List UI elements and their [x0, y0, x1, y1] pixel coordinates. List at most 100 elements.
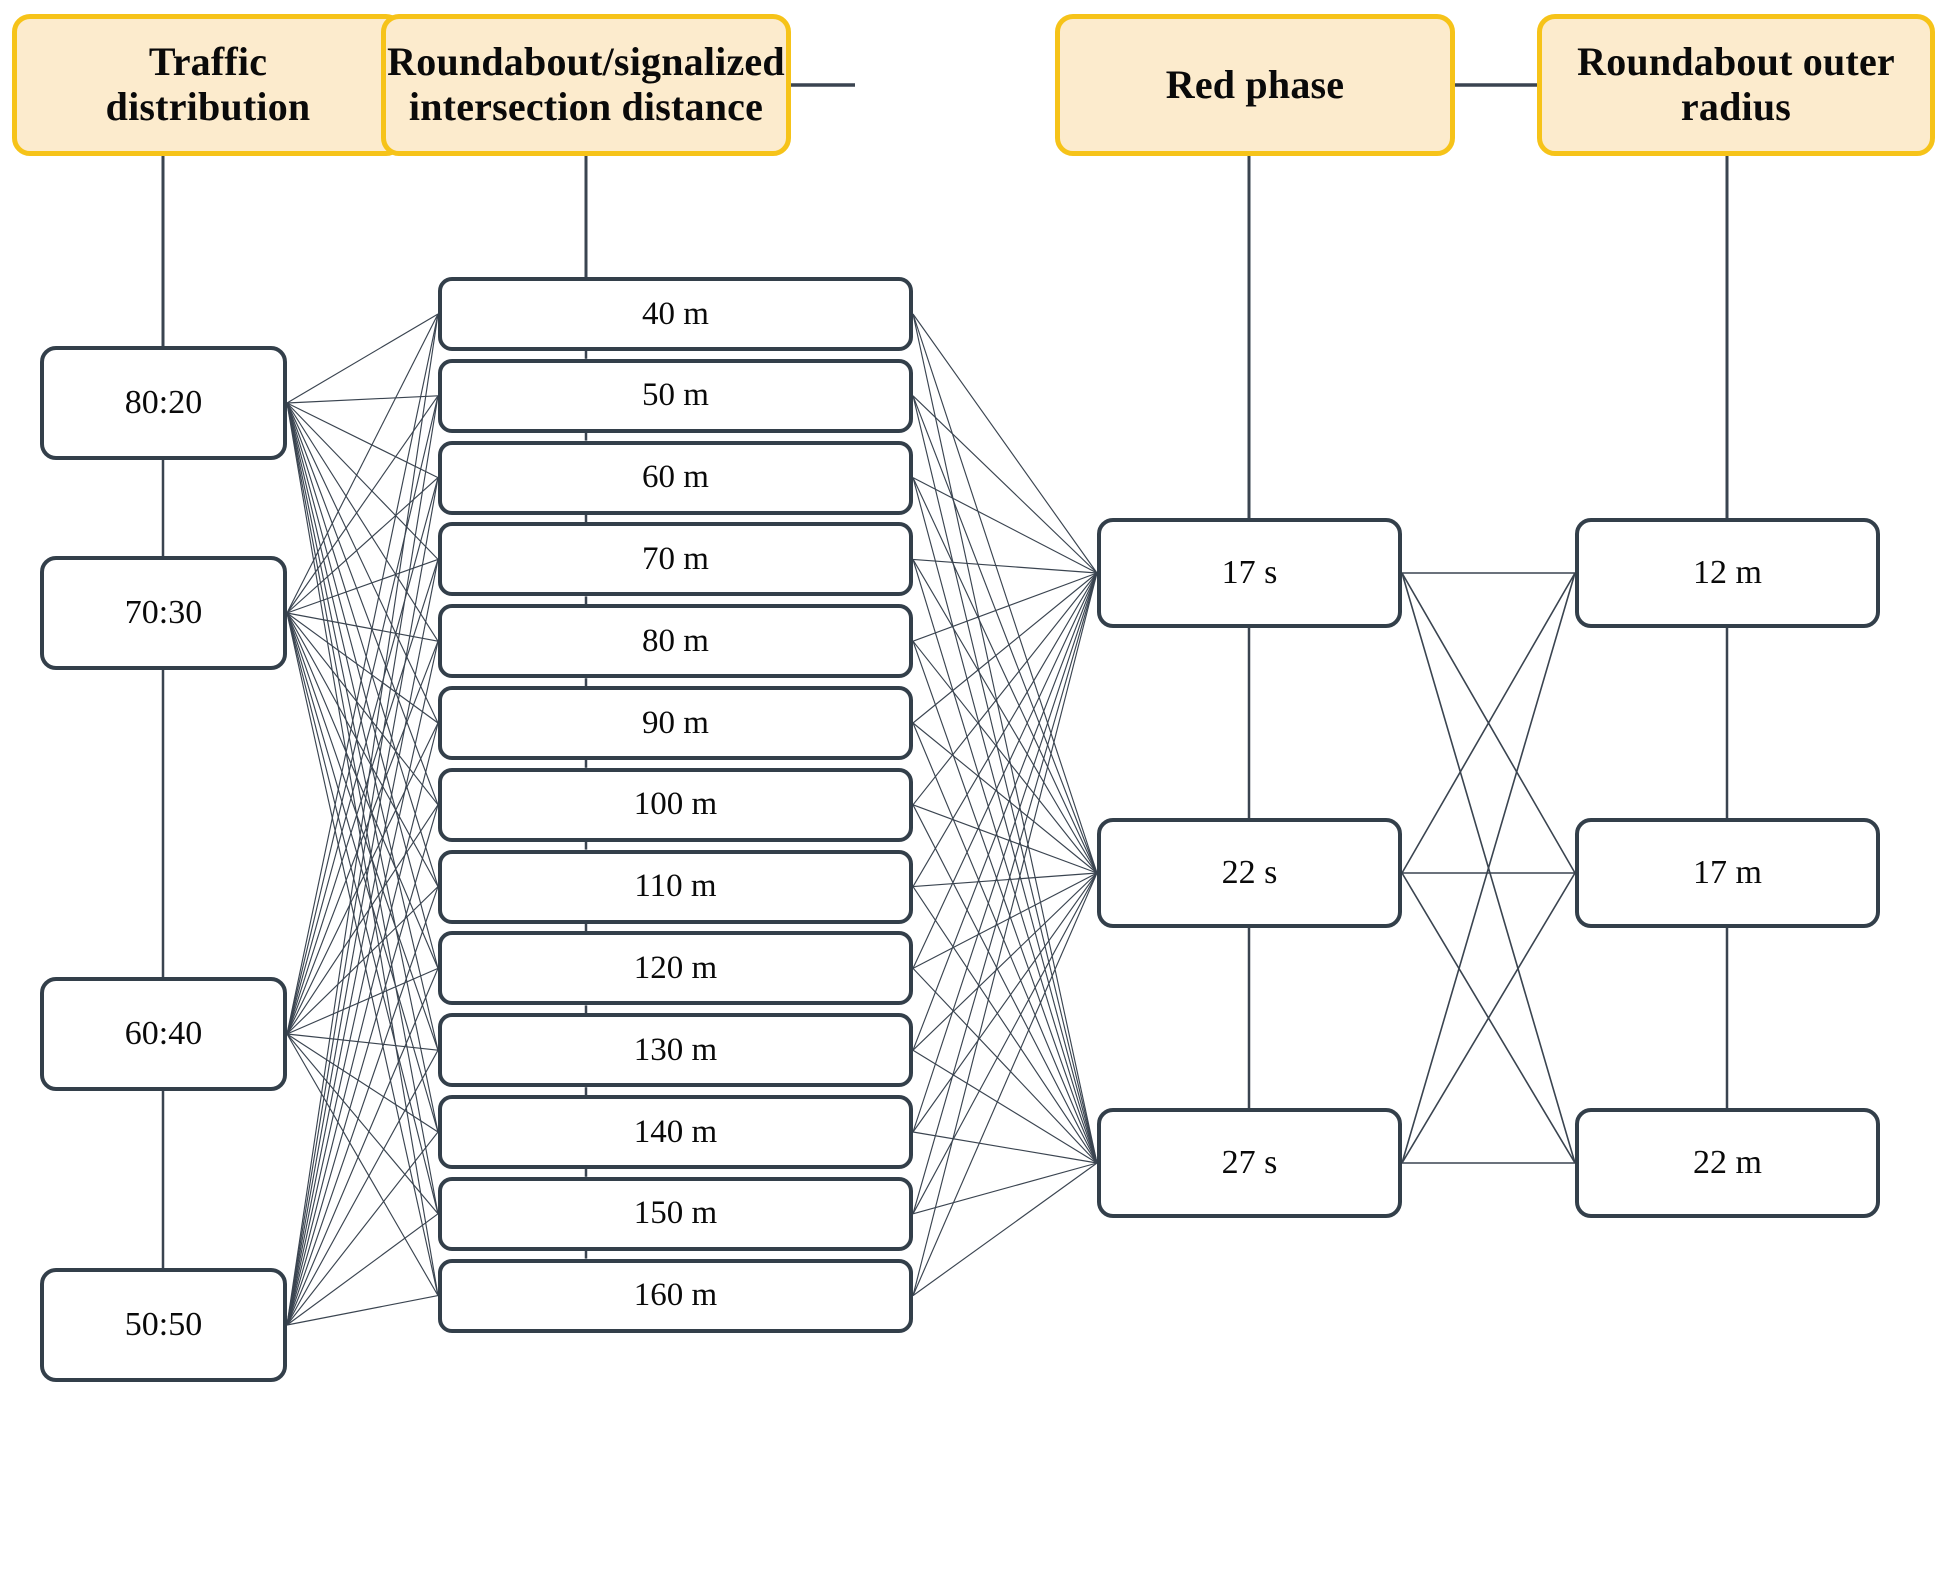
link-traffic0-dist5 — [286, 402, 439, 724]
link-traffic2-dist0 — [286, 313, 439, 1035]
link-dist1-red2 — [912, 395, 1098, 1164]
link-traffic1-dist7 — [286, 612, 439, 887]
link-traffic0-dist11 — [286, 402, 439, 1214]
link-traffic3-dist3 — [286, 559, 439, 1326]
link-traffic2-dist5 — [286, 722, 439, 1035]
node-distance-110m[interactable]: 110 m — [438, 849, 913, 924]
node-traffic-50-50[interactable]: 50:50 — [40, 1268, 287, 1382]
node-redphase-22s[interactable]: 22 s — [1097, 818, 1402, 928]
node-radius-22m-label: 22 m — [1693, 1144, 1762, 1181]
node-redphase-27s-label: 27 s — [1221, 1144, 1278, 1181]
header-traffic-distribution-label: Traffic distribution — [105, 39, 311, 129]
node-distance-label: 110 m — [634, 868, 717, 905]
link-traffic0-dist2 — [286, 402, 439, 479]
link-traffic3-dist8 — [286, 968, 439, 1326]
link-dist8-red2 — [912, 968, 1098, 1164]
link-dist6-red0 — [912, 572, 1098, 806]
link-red0-radius1 — [1401, 572, 1576, 874]
link-red2-radius1 — [1401, 872, 1576, 1164]
node-distance-150m[interactable]: 150 m — [438, 1176, 913, 1251]
link-traffic1-dist0 — [286, 313, 439, 614]
node-radius-17m-label: 17 m — [1693, 854, 1762, 891]
node-distance-label: 90 m — [642, 704, 709, 741]
link-traffic2-dist1 — [286, 395, 439, 1035]
node-distance-130m[interactable]: 130 m — [438, 1013, 913, 1088]
link-dist4-red0 — [912, 572, 1098, 642]
link-dist4-red1 — [912, 640, 1098, 874]
link-dist5-red1 — [912, 722, 1098, 874]
node-distance-120m[interactable]: 120 m — [438, 931, 913, 1006]
node-redphase-22s-label: 22 s — [1221, 854, 1278, 891]
link-dist8-red1 — [912, 872, 1098, 969]
link-dist0-red1 — [912, 313, 1098, 874]
node-distance-50m[interactable]: 50 m — [438, 358, 913, 433]
link-traffic0-dist7 — [286, 402, 439, 887]
node-traffic-50-50-label: 50:50 — [124, 1306, 203, 1343]
node-redphase-27s[interactable]: 27 s — [1097, 1108, 1402, 1218]
header-intersection-distance[interactable]: Roundabout/signalized intersection dista… — [381, 14, 791, 156]
link-dist3-red0 — [912, 558, 1098, 574]
header-red-phase-label: Red phase — [1165, 61, 1345, 107]
node-distance-40m[interactable]: 40 m — [438, 277, 913, 351]
link-traffic1-dist5 — [286, 612, 439, 724]
link-traffic3-dist10 — [286, 1131, 439, 1326]
link-dist10-red0 — [912, 572, 1098, 1133]
link-traffic2-dist7 — [286, 886, 439, 1035]
header-red-phase[interactable]: Red phase — [1055, 14, 1455, 156]
link-red2-radius0 — [1401, 572, 1576, 1164]
node-distance-70m[interactable]: 70 m — [438, 522, 913, 597]
link-dist10-red1 — [912, 872, 1098, 1133]
node-distance-label: 130 m — [633, 1031, 718, 1068]
node-redphase-17s[interactable]: 17 s — [1097, 518, 1402, 628]
node-radius-17m[interactable]: 17 m — [1575, 818, 1880, 928]
node-distance-label: 120 m — [633, 949, 718, 986]
node-traffic-80-20[interactable]: 80:20 — [40, 346, 287, 460]
node-radius-12m-label: 12 m — [1693, 554, 1762, 591]
link-dist3-red2 — [912, 559, 1098, 1164]
node-traffic-70-30[interactable]: 70:30 — [40, 556, 287, 670]
link-dist6-red2 — [912, 804, 1098, 1164]
link-dist2-red0 — [912, 477, 1098, 574]
link-dist7-red1 — [912, 872, 1098, 888]
node-distance-160m[interactable]: 160 m — [438, 1258, 913, 1333]
link-traffic1-dist8 — [286, 612, 439, 969]
link-traffic0-dist8 — [286, 402, 439, 969]
node-traffic-60-40-label: 60:40 — [124, 1015, 203, 1052]
node-distance-100m[interactable]: 100 m — [438, 767, 913, 842]
link-traffic2-dist12 — [286, 1033, 439, 1296]
link-traffic3-dist2 — [286, 477, 439, 1326]
link-traffic1-dist11 — [286, 612, 439, 1214]
node-distance-80m[interactable]: 80 m — [438, 604, 913, 679]
link-traffic2-dist11 — [286, 1033, 439, 1215]
link-dist7-red2 — [912, 886, 1098, 1164]
node-distance-60m[interactable]: 60 m — [438, 440, 913, 515]
header-intersection-distance-label: Roundabout/signalized intersection dista… — [387, 39, 785, 129]
node-distance-label: 80 m — [642, 622, 709, 659]
node-radius-22m[interactable]: 22 m — [1575, 1108, 1880, 1218]
node-distance-140m[interactable]: 140 m — [438, 1095, 913, 1169]
link-traffic3-dist4 — [286, 641, 439, 1326]
header-traffic-distribution[interactable]: Traffic distribution — [12, 14, 404, 156]
link-traffic2-dist2 — [286, 477, 439, 1035]
link-dist1-red1 — [912, 395, 1098, 874]
node-redphase-17s-label: 17 s — [1221, 554, 1278, 591]
node-traffic-70-30-label: 70:30 — [124, 594, 203, 631]
node-distance-label: 160 m — [633, 1277, 718, 1314]
link-dist11-red1 — [912, 872, 1098, 1215]
header-roundabout-outer-radius[interactable]: Roundabout outer radius — [1537, 14, 1935, 156]
header-roundabout-outer-radius-label: Roundabout outer radius — [1577, 39, 1895, 129]
link-traffic3-dist7 — [286, 886, 439, 1326]
node-radius-12m[interactable]: 12 m — [1575, 518, 1880, 628]
link-traffic0-dist6 — [286, 402, 439, 806]
link-traffic0-dist12 — [286, 402, 439, 1296]
node-traffic-60-40[interactable]: 60:40 — [40, 977, 287, 1091]
link-traffic1-dist12 — [286, 612, 439, 1296]
node-distance-90m[interactable]: 90 m — [438, 686, 913, 760]
link-traffic0-dist10 — [286, 402, 439, 1133]
link-traffic3-dist9 — [286, 1049, 439, 1326]
node-traffic-80-20-label: 80:20 — [124, 384, 203, 421]
link-dist12-red1 — [912, 872, 1098, 1296]
link-traffic0-dist4 — [286, 402, 439, 642]
